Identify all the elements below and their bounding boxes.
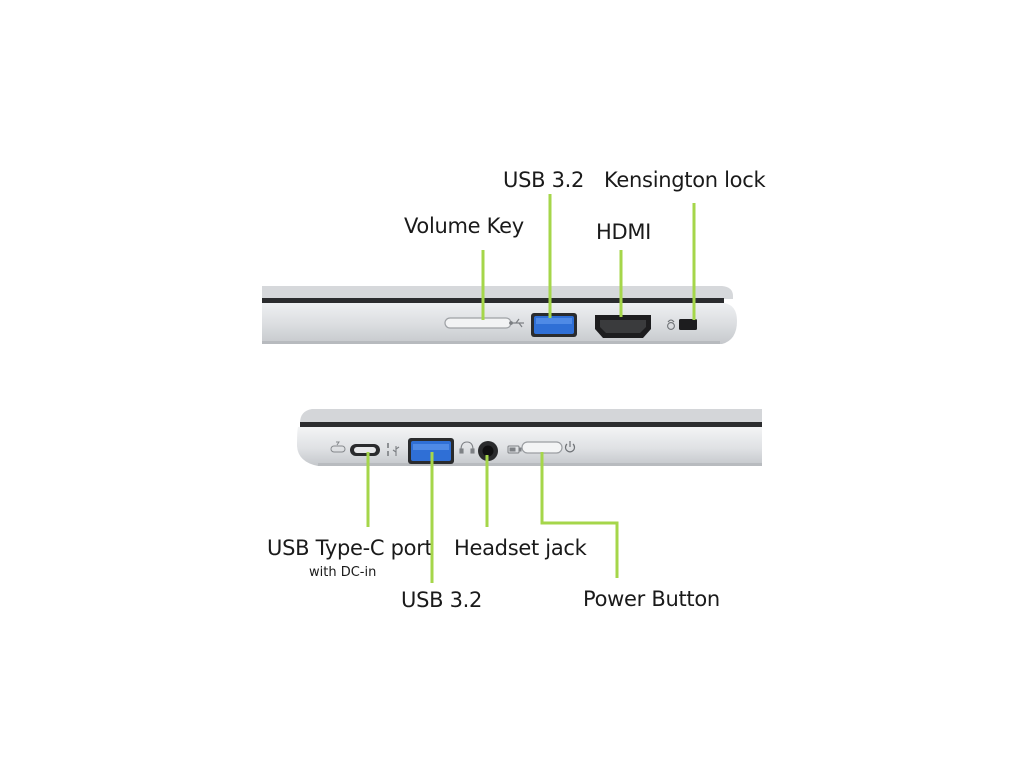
laptop-right-base-bottom-edge [262,341,720,344]
indicator-marks [387,443,389,456]
laptop-right-side [262,286,737,344]
laptop-left-lid [300,409,762,423]
lock-symbol-icon [667,319,675,330]
hdmi-port [595,315,651,338]
usb-3-2-port-left [408,438,454,464]
usb-c-charge-symbol-icon [330,441,346,453]
label-usb-3-2-bottom: USB 3.2 [401,588,483,612]
usb-symbol-icon [509,318,524,328]
headset-jack-port [478,441,498,461]
label-usb-type-c: USB Type-C port [267,536,433,560]
kensington-lock-slot [679,319,697,330]
laptop-right-hinge-gap [262,298,724,303]
usb-3-2-port-right [531,313,577,337]
label-usb-type-c-sub: with DC-in [309,565,377,580]
laptop-left-hinge-gap [300,422,762,427]
leader-power-button [540,452,619,578]
label-volume-key: Volume Key [404,214,524,238]
headset-symbol-icon [459,441,475,454]
volume-key [444,317,512,329]
usb-symbol-bottom-icon [392,446,400,456]
label-usb-3-2-top: USB 3.2 [503,168,585,192]
leader-lines [366,194,696,583]
battery-symbol-icon [507,445,522,454]
laptop-left-side [297,409,762,466]
power-button [521,441,563,454]
label-headset-jack: Headset jack [454,536,587,560]
label-kensington-lock: Kensington lock [604,168,766,192]
usb-type-c-port [350,444,380,456]
label-power-button: Power Button [583,587,720,611]
label-hdmi: HDMI [596,220,652,244]
power-symbol-icon [564,441,576,453]
laptop-right-lid [262,286,733,299]
laptop-left-base-bottom-edge [318,463,762,466]
